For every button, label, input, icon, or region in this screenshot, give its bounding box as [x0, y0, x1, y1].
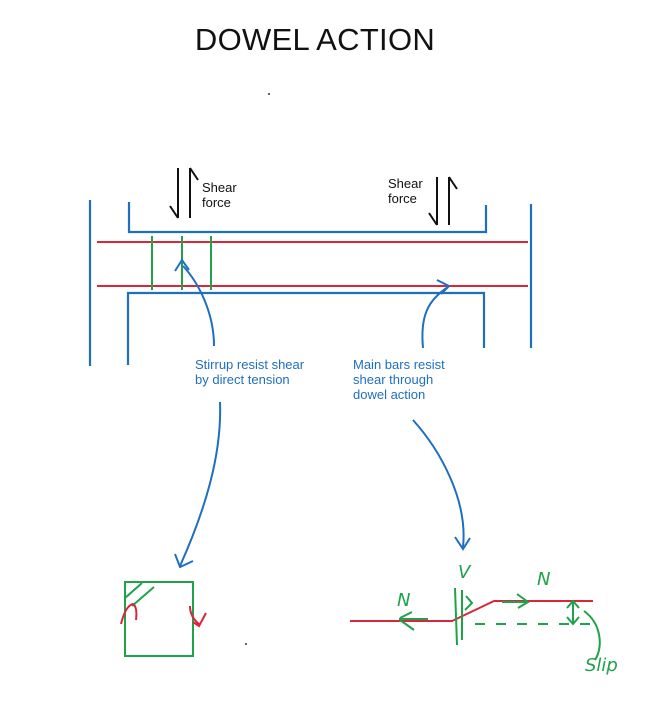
- annotation-arrows: [174, 258, 471, 569]
- stirrup-element-sketch: [120, 581, 207, 657]
- slip-label: Slip: [585, 655, 618, 676]
- normal-force-right-label: N: [537, 569, 550, 590]
- dowel-action-sketch: [350, 587, 601, 661]
- stray-dot: [245, 643, 247, 645]
- shear-force-label-right: Shear force: [388, 176, 423, 206]
- concrete-member-outline: [88, 200, 533, 366]
- main-reinforcement-bars: [97, 241, 528, 287]
- stray-dot: [268, 93, 270, 95]
- shear-force-label-left: Shear force: [202, 180, 237, 210]
- stirrups: [151, 236, 212, 290]
- main-bar-annotation: Main bars resist shear through dowel act…: [353, 357, 445, 402]
- normal-force-left-label: N: [397, 590, 410, 611]
- shear-v-label: V: [458, 562, 472, 583]
- stirrup-annotation: Stirrup resist shear by direct tension: [195, 357, 305, 387]
- shear-arrow-left-icon: [169, 167, 199, 219]
- shear-arrow-right-icon: [428, 176, 458, 226]
- diagram-title: DOWEL ACTION: [194, 22, 436, 57]
